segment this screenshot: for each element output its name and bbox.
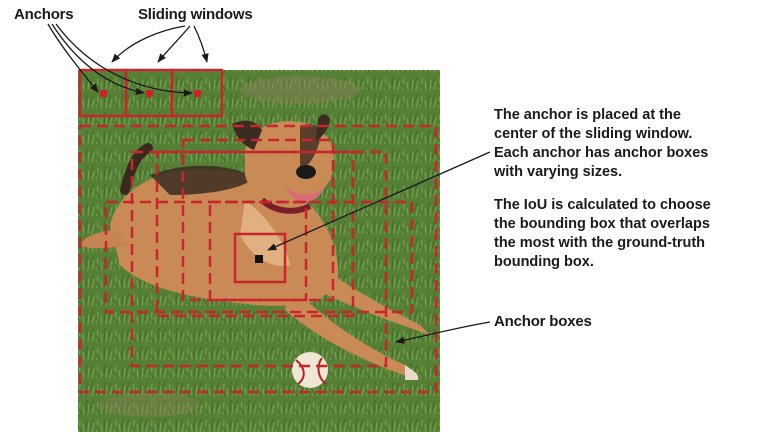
anchor-center-point (255, 255, 263, 263)
arrow-anchor-boxes (395, 321, 491, 344)
arrow-anchors-3 (55, 23, 193, 97)
note-line: center of the sliding window. (494, 126, 693, 142)
anchor-boxes-label: Anchor boxes (494, 313, 592, 330)
anchor-box-outer (78, 124, 438, 394)
note-line: The anchor is placed at the (494, 107, 681, 123)
anchors-label: Anchors (14, 6, 74, 23)
ball (292, 352, 328, 388)
note-line: bounding box. (494, 254, 594, 270)
arrow-sliding-2 (157, 25, 191, 63)
note-line: the bounding box that overlaps (494, 216, 710, 232)
arrow-anchor-center (267, 151, 491, 251)
sliding-window-3 (170, 68, 224, 118)
note-line: with varying sizes. (494, 164, 623, 180)
arrow-anchors-1 (47, 23, 99, 93)
arrow-sliding-3 (193, 25, 209, 63)
selected-bounding-box (233, 232, 287, 284)
sliding-windows-label: Sliding windows (138, 6, 253, 23)
note-line: The IoU is calculated to choose (494, 197, 711, 213)
anchor-placement-note: The anchor is placed at the center of th… (494, 106, 756, 182)
dog-photo (78, 70, 440, 432)
anchor-points (100, 90, 201, 97)
sliding-windows (78, 68, 224, 118)
arrow-anchors-2 (51, 23, 145, 95)
iou-note: The IoU is calculated to choose the boun… (494, 196, 756, 272)
anchor-box-wide (104, 200, 414, 314)
anchor-point-2 (146, 90, 153, 97)
dog-figure (81, 114, 430, 380)
annotation-arrows (47, 23, 491, 344)
arrow-sliding-1 (111, 25, 186, 63)
anchor-box-medium (155, 150, 355, 318)
note-line: the most with the ground-truth (494, 235, 706, 251)
anchor-boxes (78, 124, 438, 394)
note-line: Each anchor has anchor boxes (494, 145, 709, 161)
anchor-box-small (208, 200, 308, 302)
anchor-point-1 (100, 90, 107, 97)
anchor-point-3 (194, 90, 201, 97)
